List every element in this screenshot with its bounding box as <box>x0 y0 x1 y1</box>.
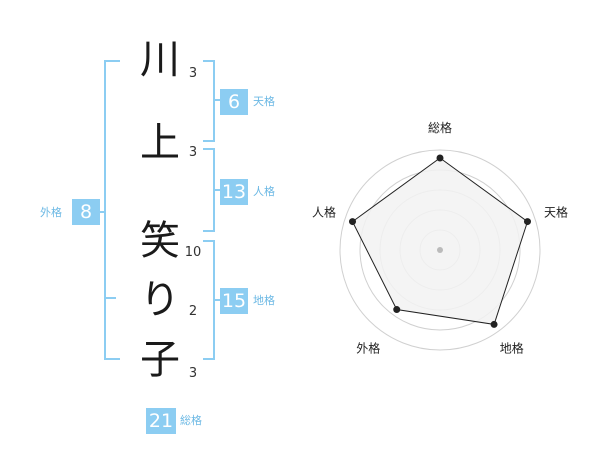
stroke-count-5: 3 <box>188 366 198 381</box>
tenkaku-value: 6 <box>220 89 248 115</box>
stroke-count-1: 3 <box>188 66 198 81</box>
radar-point <box>349 218 357 226</box>
soukaku-label: 総格 <box>180 414 202 427</box>
jinkaku-bracket-connector <box>213 189 220 191</box>
name-char-3: 笑 <box>140 218 180 264</box>
tenkaku-bracket-connector <box>213 99 220 101</box>
radar-axis-label: 地格 <box>500 341 524 356</box>
radar-ring <box>339 149 541 351</box>
radar-axis-label: 外格 <box>356 341 380 356</box>
jinkaku-value: 13 <box>220 179 248 205</box>
radar-point <box>393 306 401 314</box>
name-char-5: 子 <box>140 337 180 383</box>
name-char-2: 上 <box>140 120 180 166</box>
radar-area <box>351 157 529 325</box>
tenkaku-bracket <box>203 60 215 142</box>
jinkaku-label: 人格 <box>253 185 275 198</box>
name-char-4: り <box>140 277 180 323</box>
gaikaku-bracket <box>104 60 120 360</box>
radar-axis-label: 人格 <box>312 204 336 219</box>
gaikaku-bracket-connector <box>98 211 104 213</box>
tenkaku-label: 天格 <box>253 95 275 108</box>
radar-point <box>436 154 444 162</box>
stroke-count-2: 3 <box>188 145 198 160</box>
stroke-count-4: 2 <box>188 304 198 319</box>
radar-point <box>490 320 498 328</box>
radar-center <box>437 247 443 253</box>
stroke-count-3: 10 <box>184 245 202 260</box>
name-char-1: 川 <box>140 37 180 83</box>
chikaku-bracket-connector <box>213 299 220 301</box>
chikaku-label: 地格 <box>253 294 275 307</box>
gaikaku-label: 外格 <box>40 206 62 219</box>
gaikaku-value: 8 <box>72 199 100 225</box>
soukaku-value: 21 <box>146 408 176 434</box>
radar-axis-label: 総格 <box>428 120 452 135</box>
gaikaku-bracket-divider <box>104 297 116 299</box>
chikaku-value: 15 <box>220 288 248 314</box>
radar-axis-label: 天格 <box>544 204 568 219</box>
radar-point <box>523 218 531 226</box>
